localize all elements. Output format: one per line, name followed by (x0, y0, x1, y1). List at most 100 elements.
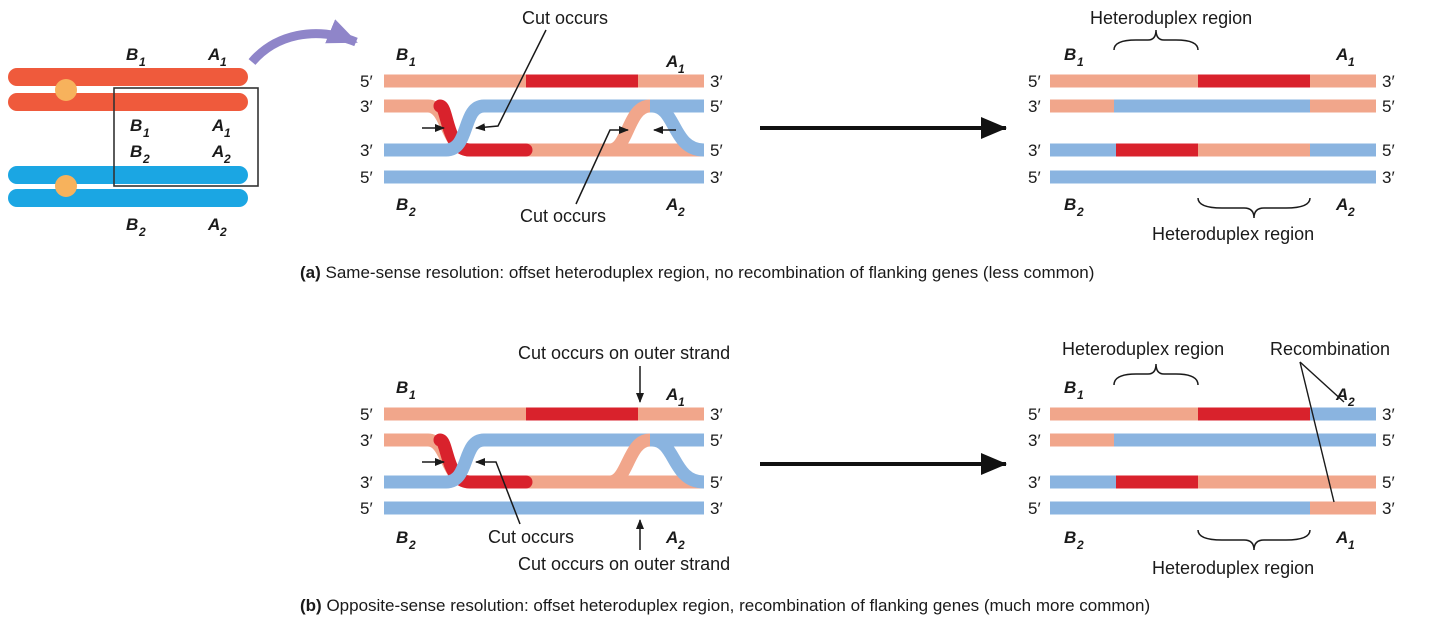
svg-text:5′: 5′ (710, 141, 723, 160)
chromosome-red (8, 68, 248, 111)
svg-text:3′: 3′ (1382, 72, 1395, 91)
svg-text:B: B (1064, 378, 1076, 397)
svg-text:5′: 5′ (710, 97, 723, 116)
svg-text:5′: 5′ (1028, 499, 1041, 518)
svg-text:A: A (665, 528, 678, 547)
svg-text:2: 2 (142, 152, 150, 166)
centromere-red (55, 79, 77, 101)
svg-text:1: 1 (409, 388, 416, 402)
svg-text:3′: 3′ (1382, 499, 1395, 518)
svg-text:3′: 3′ (1028, 431, 1041, 450)
svg-text:2: 2 (138, 225, 146, 239)
svg-text:2: 2 (408, 538, 416, 552)
svg-text:2: 2 (1076, 538, 1084, 552)
svg-text:A: A (211, 142, 224, 161)
svg-text:3′: 3′ (1028, 473, 1041, 492)
svg-text:5′: 5′ (710, 431, 723, 450)
svg-text:3′: 3′ (710, 499, 723, 518)
svg-text:A: A (211, 116, 224, 135)
svg-text:A: A (1335, 45, 1348, 64)
svg-text:2: 2 (1347, 395, 1355, 409)
svg-text:B: B (1064, 195, 1076, 214)
svg-text:B: B (1064, 528, 1076, 547)
svg-text:3′: 3′ (1382, 405, 1395, 424)
cut-label-bottom: Cut occurs (520, 206, 606, 226)
svg-text:5′: 5′ (1382, 141, 1395, 160)
svg-text:5′: 5′ (1028, 72, 1041, 91)
svg-text:5′: 5′ (1382, 473, 1395, 492)
caption-a: (a) Same-sense resolution: offset hetero… (300, 263, 1094, 282)
svg-text:5′: 5′ (1028, 168, 1041, 187)
svg-text:2: 2 (1347, 205, 1355, 219)
zoom-box (113, 87, 259, 187)
chromosome-blue (8, 166, 248, 207)
svg-text:B: B (396, 528, 408, 547)
svg-text:1: 1 (1077, 55, 1084, 69)
svg-text:2: 2 (408, 205, 416, 219)
svg-text:A: A (665, 52, 678, 71)
centromere-blue (55, 175, 77, 197)
svg-text:2: 2 (223, 152, 231, 166)
svg-text:1: 1 (1077, 388, 1084, 402)
cut-outer-label-bottom: Cut occurs on outer strand (518, 554, 730, 574)
svg-text:5′: 5′ (360, 168, 373, 187)
svg-text:B: B (126, 45, 138, 64)
svg-text:B: B (126, 215, 138, 234)
svg-text:1: 1 (139, 55, 146, 69)
svg-text:3′: 3′ (710, 72, 723, 91)
svg-text:B: B (396, 195, 408, 214)
svg-text:3′: 3′ (1382, 168, 1395, 187)
svg-text:1: 1 (678, 62, 685, 76)
svg-text:B: B (130, 116, 142, 135)
svg-text:3′: 3′ (710, 405, 723, 424)
svg-text:3′: 3′ (710, 168, 723, 187)
svg-text:2: 2 (677, 538, 685, 552)
svg-text:A: A (665, 195, 678, 214)
cut-outer-label-top: Cut occurs on outer strand (518, 343, 730, 363)
svg-text:B: B (130, 142, 142, 161)
svg-text:3′: 3′ (1028, 97, 1041, 116)
svg-text:3′: 3′ (360, 141, 373, 160)
svg-text:5′: 5′ (1028, 405, 1041, 424)
svg-text:3′: 3′ (360, 473, 373, 492)
heteroduplex-label-top: Heteroduplex region (1090, 8, 1252, 28)
recombination-label: Recombination (1270, 339, 1390, 359)
svg-text:1: 1 (1348, 538, 1355, 552)
svg-text:B: B (396, 378, 408, 397)
svg-text:2: 2 (677, 205, 685, 219)
svg-text:B: B (1064, 45, 1076, 64)
svg-text:1: 1 (220, 55, 227, 69)
svg-text:5′: 5′ (360, 405, 373, 424)
heteroduplex-label-top: Heteroduplex region (1062, 339, 1224, 359)
heteroduplex-label-bottom: Heteroduplex region (1152, 224, 1314, 244)
svg-text:5′: 5′ (360, 499, 373, 518)
svg-text:1: 1 (224, 126, 231, 140)
svg-text:A: A (1335, 385, 1348, 404)
svg-text:3′: 3′ (1028, 141, 1041, 160)
svg-text:B: B (396, 45, 408, 64)
svg-text:5′: 5′ (710, 473, 723, 492)
